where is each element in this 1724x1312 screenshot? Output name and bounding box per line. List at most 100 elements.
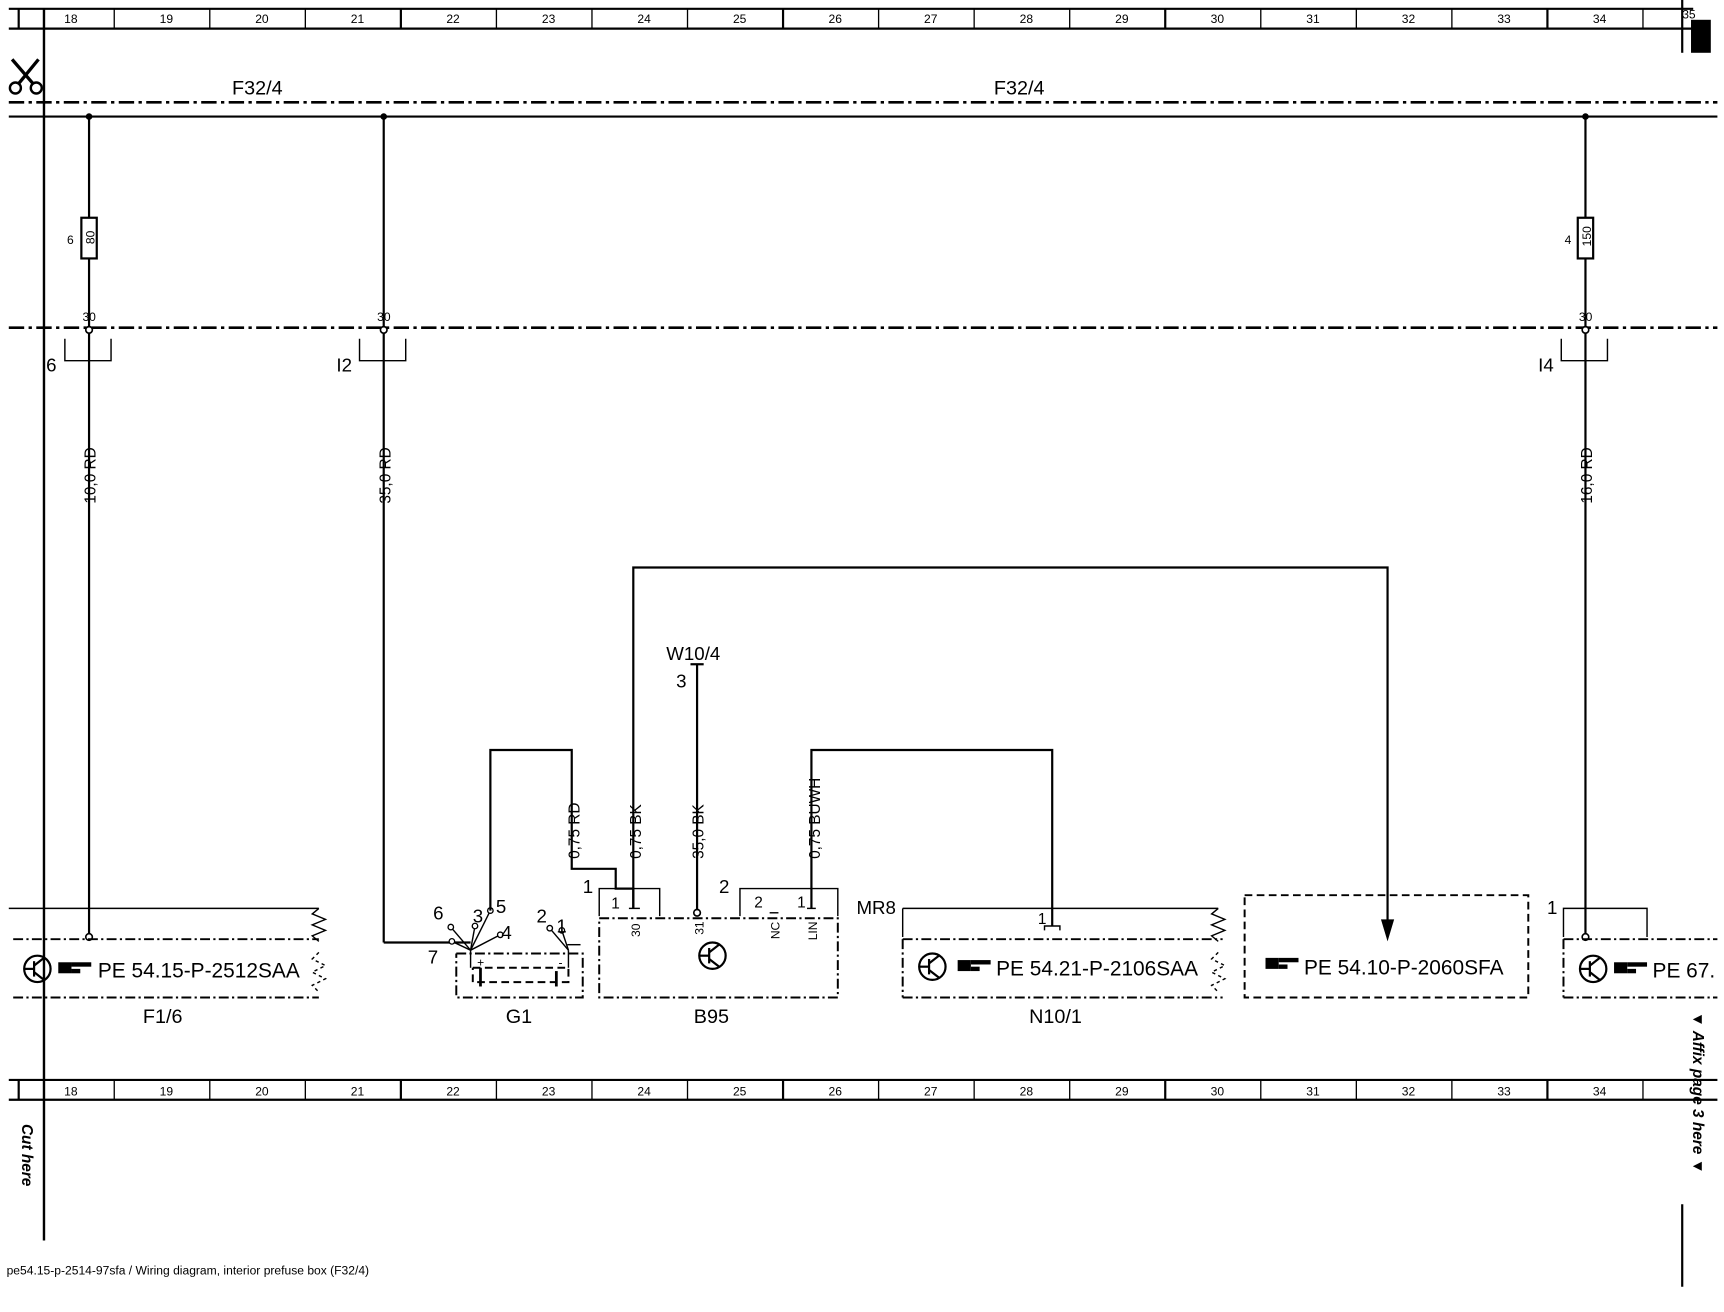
- bottom-ruler-number: 33: [1497, 1084, 1511, 1098]
- component-right-partial: 1 PE 67.: [1547, 897, 1718, 999]
- ref-pe-67: PE 67.: [1653, 960, 1716, 983]
- svg-text:1: 1: [1038, 911, 1047, 928]
- ref-pe-54-21-p-2106saa: PE 54.21-P-2106SAA: [996, 957, 1198, 980]
- bottom-ruler-number: 19: [160, 1084, 174, 1098]
- transistor-icon: [918, 952, 947, 981]
- component-label-n10-1: N10/1: [1029, 1006, 1082, 1028]
- bottom-ruler-number: 18: [64, 1084, 78, 1098]
- component-b95: 1 1 2 2 1 30 31 NC LIN B95: [583, 876, 839, 1028]
- top-ruler-number: 34: [1593, 12, 1607, 26]
- top-ruler-number: 21: [351, 12, 365, 26]
- terminal-6-label: 6: [46, 355, 56, 376]
- svg-text:35,0 BK: 35,0 BK: [691, 803, 708, 858]
- mr8-label: MR8: [857, 897, 896, 918]
- ref-pe-54-10-p-2060sfa: PE 54.10-P-2060SFA: [1304, 956, 1504, 979]
- svg-text:1: 1: [556, 916, 566, 937]
- svg-text:0,75 BK: 0,75 BK: [628, 803, 645, 858]
- bottom-ruler-number: 32: [1402, 1084, 1416, 1098]
- terminal-i4-label: I4: [1538, 355, 1554, 376]
- pointing-hand-icon: [957, 960, 991, 972]
- svg-text:1: 1: [611, 895, 620, 912]
- ref-box-pe-54-10: PE 54.10-P-2060SFA: [1243, 894, 1530, 999]
- top-ruler-number: 31: [1306, 12, 1320, 26]
- terminal-i2-branch: 30 I2 35,0 RD: [336, 113, 471, 944]
- svg-text:6: 6: [433, 902, 443, 923]
- top-ruler-number: 33: [1497, 12, 1511, 26]
- bottom-ruler-number: 31: [1306, 1084, 1320, 1098]
- bottom-ruler-number: 25: [733, 1084, 747, 1098]
- arrow-to-ref: [1380, 919, 1395, 942]
- svg-text:4: 4: [1565, 233, 1572, 247]
- bottom-ruler-number: 34: [1593, 1084, 1607, 1098]
- transistor-icon: [1578, 954, 1608, 984]
- top-ruler-number: 32: [1402, 12, 1416, 26]
- top-ruler-number: 27: [924, 12, 938, 26]
- top-ruler-number: 30: [1211, 12, 1225, 26]
- wire-075buwh: [810, 748, 1054, 926]
- svg-text:30: 30: [377, 310, 391, 324]
- wire-label-16rd: 16,0 RD: [1579, 447, 1596, 503]
- bottom-ruler-number: 20: [255, 1084, 269, 1098]
- top-ruler-number: 18: [64, 12, 78, 26]
- svg-text:1: 1: [583, 876, 593, 897]
- bottom-ruler: 18 19 20 21 22 23 24 25 26 27 28 29 30 31 32 33 34: [8, 1078, 1718, 1101]
- svg-text:LIN: LIN: [806, 921, 820, 940]
- svg-text:3: 3: [676, 670, 686, 691]
- wire-075bk: [632, 566, 1389, 924]
- bottom-ruler-number: 27: [924, 1084, 938, 1098]
- component-g1: + - 6 3 5 4 7 2 1 G1: [428, 896, 584, 1028]
- svg-text:31: 31: [693, 921, 707, 935]
- bottom-ruler-number: 21: [351, 1084, 365, 1098]
- bus-label-left: F32/4: [232, 78, 283, 100]
- bottom-ruler-number: 29: [1115, 1084, 1129, 1098]
- svg-text:4: 4: [501, 922, 511, 943]
- top-ruler: 18 19 20 21 22 23 24 25 26 27 28 29 30 31 32 33 34 35: [8, 8, 1696, 30]
- ground-w10-4: W10/4 3 35,0 BK: [666, 643, 720, 917]
- top-ruler-number: 28: [1020, 12, 1034, 26]
- bus-label-right: F32/4: [994, 78, 1045, 100]
- bottom-ruler-number: 26: [829, 1084, 843, 1098]
- corner-marker: [1691, 19, 1711, 53]
- bottom-ruler-number: 22: [446, 1084, 460, 1098]
- component-label-f1-6: F1/6: [143, 1006, 183, 1028]
- svg-text:30: 30: [1579, 310, 1593, 324]
- wire-label-10rd: 10,0 RD: [83, 447, 100, 503]
- svg-text:80: 80: [84, 230, 98, 244]
- svg-text:6: 6: [67, 233, 74, 247]
- svg-text:30: 30: [629, 923, 643, 937]
- pointing-hand-icon: [1265, 957, 1299, 969]
- svg-text:150: 150: [1580, 226, 1594, 246]
- transistor-icon: [23, 954, 52, 984]
- top-ruler-number: 26: [829, 12, 843, 26]
- svg-text:NC: NC: [769, 921, 783, 939]
- svg-text:2: 2: [719, 876, 729, 897]
- top-ruler-number: 23: [542, 12, 556, 26]
- top-ruler-number: 20: [255, 12, 269, 26]
- svg-text:5: 5: [496, 896, 506, 917]
- svg-text:2: 2: [537, 906, 547, 927]
- transistor-icon: [698, 941, 727, 970]
- component-n10-1: MR8 1 PE 54.21-P-2106SAA N10/1: [857, 897, 1227, 1028]
- svg-text:+: +: [477, 956, 484, 970]
- fuse-6-branch: 6 80 30 6 10,0 RD: [46, 113, 112, 942]
- svg-text:30: 30: [82, 310, 96, 324]
- svg-text:1: 1: [1547, 897, 1557, 918]
- ref-pe-54-15-p-2512saa: PE 54.15-P-2512SAA: [98, 960, 300, 983]
- top-ruler-number: 24: [637, 12, 651, 26]
- affix-page-text: ▼ Affix page 3 here ▼: [1689, 1012, 1706, 1174]
- ruler-edge-number: 35: [1682, 8, 1696, 22]
- top-ruler-number: 19: [160, 12, 174, 26]
- svg-text:2: 2: [754, 894, 763, 911]
- bottom-ruler-number: 23: [542, 1084, 556, 1098]
- wire-label-35rd: 35,0 RD: [377, 447, 394, 503]
- component-label-b95: B95: [694, 1006, 729, 1028]
- top-ruler-number: 29: [1115, 12, 1129, 26]
- top-ruler-number: 25: [733, 12, 747, 26]
- bottom-ruler-number: 30: [1211, 1084, 1225, 1098]
- svg-text:-: -: [559, 956, 563, 970]
- scissors-icon: [8, 58, 43, 95]
- top-ruler-number: 22: [446, 12, 460, 26]
- bottom-ruler-number: 28: [1020, 1084, 1034, 1098]
- bottom-ruler-number: 24: [637, 1084, 651, 1098]
